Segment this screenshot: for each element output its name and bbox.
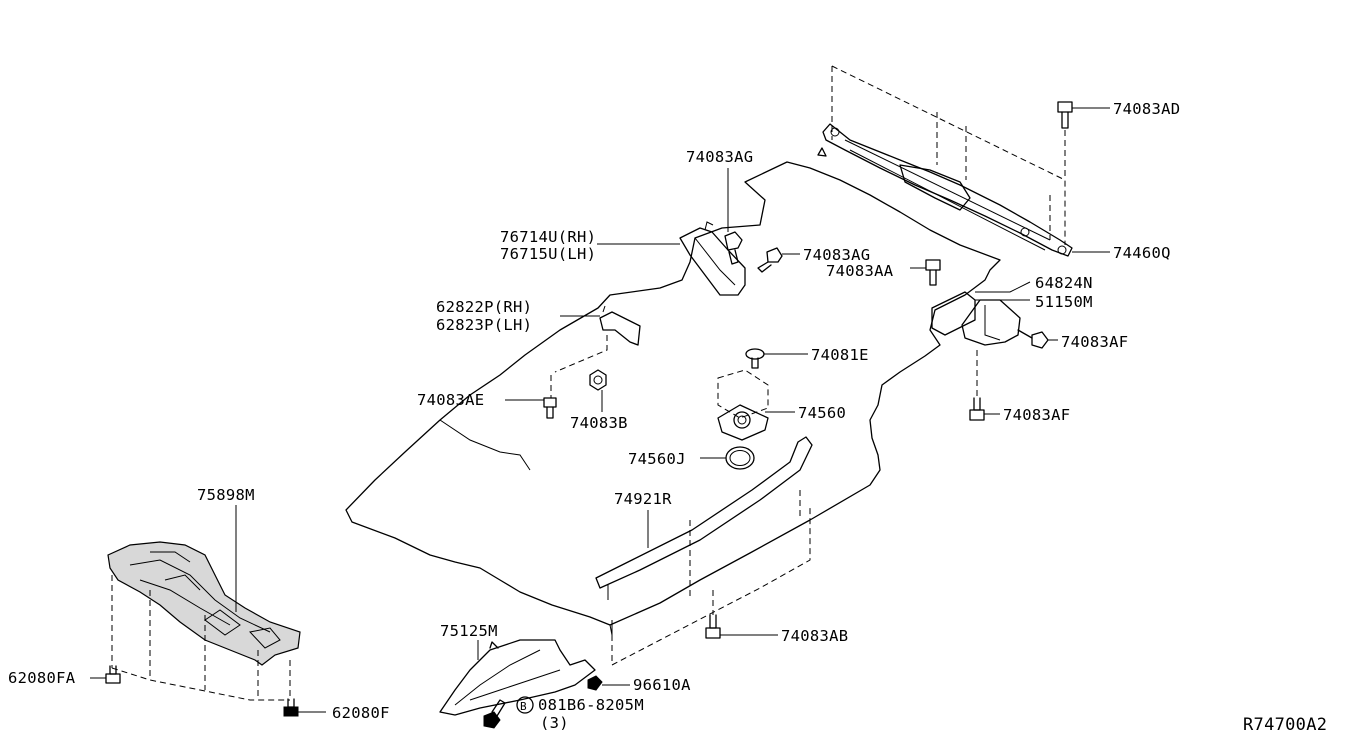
label-75898M: 75898M bbox=[197, 486, 255, 504]
floor-lower-skirt bbox=[611, 505, 811, 666]
clip-74081E bbox=[745, 348, 808, 369]
bolt-74083AA bbox=[910, 259, 941, 286]
label-74083AF-lower: 74083AF bbox=[1003, 406, 1070, 424]
bolt-74083AG-top bbox=[724, 168, 743, 265]
label-74460Q: 74460Q bbox=[1113, 244, 1171, 262]
label-62080F: 62080F bbox=[332, 704, 390, 722]
clip-96610A bbox=[587, 675, 630, 691]
label-62080FA: 62080FA bbox=[8, 669, 76, 687]
clip-62080FA bbox=[90, 665, 121, 684]
label-74083AB: 74083AB bbox=[781, 627, 848, 645]
label-74560: 74560 bbox=[798, 404, 846, 422]
label-bolt-circle: B bbox=[520, 700, 527, 713]
bolt-74083AE bbox=[505, 375, 557, 419]
label-quantity: (3) bbox=[540, 714, 569, 732]
label-62822P: 62822P(RH) bbox=[436, 298, 532, 316]
side-rod-74921R bbox=[595, 436, 813, 600]
clip-62080F bbox=[283, 698, 326, 717]
label-76715U: 76715U(LH) bbox=[500, 245, 596, 263]
label-74083AG-mid: 74083AG bbox=[803, 246, 870, 264]
label-74083AG-top: 74083AG bbox=[686, 148, 753, 166]
bolt-circle-symbol bbox=[516, 696, 534, 714]
diagram-id: R74700A2 bbox=[1243, 715, 1327, 735]
bolt-74083AG-mid bbox=[757, 247, 800, 273]
nut-74083B bbox=[589, 369, 607, 412]
side-cover-75125M bbox=[439, 639, 596, 716]
bolt-081B6-8205M bbox=[483, 696, 534, 729]
bracket-62822P bbox=[554, 305, 641, 373]
jack-cover-74560 bbox=[717, 369, 795, 441]
label-74083AE: 74083AE bbox=[417, 391, 484, 409]
label-74081E: 74081E bbox=[811, 346, 869, 364]
label-74083AD: 74083AD bbox=[1113, 100, 1180, 118]
label-62823P: 62823P(LH) bbox=[436, 316, 532, 334]
bolt-74083AF-lower bbox=[969, 350, 1000, 421]
label-74921R: 74921R bbox=[614, 490, 672, 508]
bolt-74083AD bbox=[1057, 101, 1110, 180]
label-74083B: 74083B bbox=[570, 414, 628, 432]
label-96610A: 96610A bbox=[633, 676, 691, 694]
bolt-74083AF-upper bbox=[1017, 329, 1058, 349]
bracket-51150M bbox=[931, 281, 1031, 346]
bracket-76714U bbox=[597, 221, 746, 296]
label-75125M: 75125M bbox=[440, 622, 498, 640]
ring-74560J bbox=[700, 446, 755, 470]
label-51150M: 51150M bbox=[1035, 293, 1093, 311]
label-64824N: 64824N bbox=[1035, 274, 1093, 292]
label-081B6-8205M: 081B6-8205M bbox=[538, 696, 644, 714]
label-74560J: 74560J bbox=[628, 450, 686, 468]
bolt-74083AB bbox=[705, 590, 778, 639]
label-74083AA: 74083AA bbox=[826, 262, 894, 280]
front-undercover-75898M bbox=[107, 505, 301, 701]
label-76714U: 76714U(RH) bbox=[500, 228, 596, 246]
rear-reinforcement-assembly bbox=[817, 65, 1073, 257]
label-74083AF-upper: 74083AF bbox=[1061, 333, 1128, 351]
